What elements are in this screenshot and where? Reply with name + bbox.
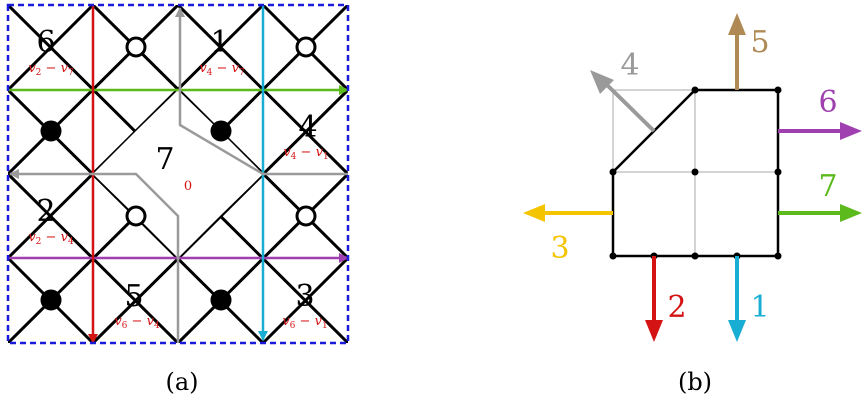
black-node (210, 120, 232, 142)
face-weight-label: v6 − v1 (282, 314, 327, 331)
arrow-3-head (523, 204, 545, 222)
face-weight-label: v2 − v7 (28, 61, 74, 78)
face-number: 2 (36, 194, 55, 229)
white-node (125, 205, 147, 227)
arrow-4-head (590, 70, 614, 94)
face-number: 5 (124, 279, 143, 314)
panel-a: 6 v2 − v7 1 v4 − v7 4 v4 − v1 7 0 2 v2 −… (6, 3, 350, 396)
polygon-vertices (609, 86, 782, 260)
face-number: 3 (295, 279, 314, 314)
face-number: 6 (36, 25, 55, 60)
face-labels: 6 v2 − v7 1 v4 − v7 4 v4 − v1 7 0 2 v2 −… (28, 25, 328, 331)
arrow-6-head (840, 122, 862, 140)
arrow-2-label: 2 (667, 290, 686, 325)
white-node (125, 36, 147, 58)
black-node (210, 289, 232, 311)
arrow-7-label: 7 (818, 169, 837, 204)
path-4-gray-lower (9, 169, 180, 343)
face-weight-label: v2 − v4 (28, 230, 74, 247)
path-4-gray-upper (175, 7, 348, 176)
arrow-5-label: 5 (750, 25, 769, 60)
black-node (40, 120, 62, 142)
face-number: 7 (155, 142, 174, 177)
face-weight-label: v6 − v4 (114, 314, 160, 331)
caption-a: (a) (165, 368, 198, 396)
arrow-1-head (728, 320, 746, 342)
face-weight-label: 0 (184, 179, 192, 194)
tile-border (6, 3, 350, 345)
black-node (40, 289, 62, 311)
white-node (295, 36, 317, 58)
arrow-2-head (645, 320, 663, 342)
face-number: 4 (298, 110, 317, 145)
panel-a-nodes (40, 36, 317, 311)
arrow-1-label: 1 (750, 290, 769, 325)
arrow-6-label: 6 (818, 85, 837, 120)
arrow-4-shaft (602, 80, 656, 133)
panel-b: 1 2 3 4 5 6 7 (b) (523, 13, 862, 396)
face-number: 1 (210, 25, 229, 60)
panel-a-paths (8, 5, 349, 344)
white-node (295, 205, 317, 227)
face-weight-label: v4 − v7 (199, 61, 245, 78)
arrow-3-label: 3 (550, 231, 569, 266)
arrow-labels: 1 2 3 4 5 6 7 (550, 25, 837, 325)
arrow-5-head (728, 13, 746, 35)
arrow-4-label: 4 (620, 48, 639, 83)
caption-b: (b) (678, 368, 712, 396)
face-weight-label: v4 − v1 (283, 145, 328, 162)
panel-b-arrows (523, 13, 862, 342)
arrow-7-head (840, 204, 862, 222)
